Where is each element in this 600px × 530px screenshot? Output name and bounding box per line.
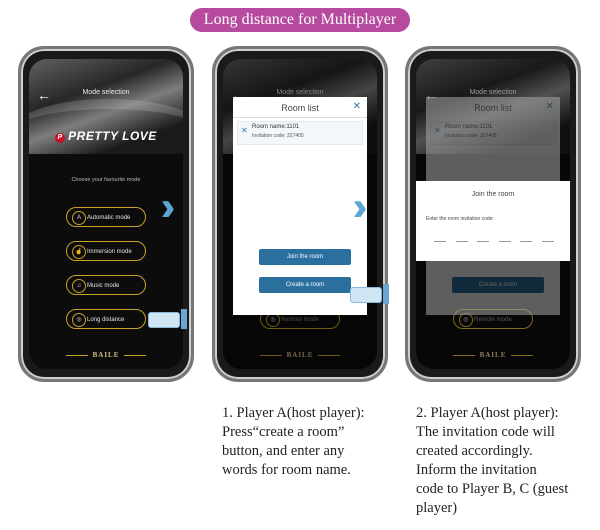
long-distance-button[interactable]: ◎Long distance xyxy=(66,309,146,329)
remove-room-icon[interactable]: ✕ xyxy=(241,126,248,135)
room-name: Room name:1101 xyxy=(445,124,493,130)
globe-icon: ◎ xyxy=(72,313,86,327)
create-room-button[interactable]: Create a room xyxy=(452,277,544,293)
phone-join-room: ← Mode selection ◎Remote mode BAILE Room… xyxy=(405,46,581,382)
phone-screen: ← Mode selection ◎Remote mode BAILE Room… xyxy=(223,59,377,369)
invitation-prompt: Enter the room invitation code: xyxy=(426,216,494,222)
pointing-hand-icon xyxy=(148,309,187,329)
room-list-item[interactable]: ✕ Room name:1101 Invitation code: 327405 xyxy=(430,121,556,145)
code-digit-slot[interactable] xyxy=(455,241,468,242)
footer-brand: BAILE xyxy=(416,351,570,359)
music-note-icon: ♫ xyxy=(72,279,86,293)
screen-header: Mode selection xyxy=(276,89,324,96)
footer-brand: BAILE xyxy=(29,351,183,359)
automatic-mode-icon: A xyxy=(72,211,86,225)
code-digit-slot[interactable] xyxy=(520,241,533,242)
join-room-button[interactable]: Join the room xyxy=(259,249,351,265)
room-list-dialog: Room list ✕ ✕ Room name:1101 Invitation … xyxy=(233,97,367,315)
step1-caption: 1. Player A(host player): Press“create a… xyxy=(222,405,365,478)
remove-room-icon[interactable]: ✕ xyxy=(434,126,441,135)
close-icon[interactable]: ✕ xyxy=(545,101,554,112)
dialog-title: Room list xyxy=(281,103,319,113)
join-room-dialog: Join the room Enter the room invitation … xyxy=(416,181,570,261)
screen-header: Mode selection xyxy=(469,89,517,96)
hand-icon: ☝ xyxy=(72,245,86,259)
wave-decoration xyxy=(29,99,183,169)
section-title: Long distance for Multiplayer xyxy=(190,8,410,32)
join-dialog-title: Join the room xyxy=(471,191,515,198)
invitation-code: Invitation code: 327405 xyxy=(445,133,497,139)
step2-caption: 2. Player A(host player): The invitation… xyxy=(416,405,569,516)
code-digit-slot[interactable] xyxy=(498,241,511,242)
screen-header: Mode selection xyxy=(82,89,130,96)
music-mode-button[interactable]: ♫Music mode xyxy=(66,275,146,295)
code-digit-slot[interactable] xyxy=(541,241,554,242)
phone-room-list: ← Mode selection ◎Remote mode BAILE Room… xyxy=(212,46,388,382)
room-list-item[interactable]: ✕ Room name:1101 Invitation code: 327405 xyxy=(237,121,363,145)
divider xyxy=(233,117,367,118)
code-digit-slot[interactable] xyxy=(477,241,490,242)
immersion-mode-button[interactable]: ☝Immersion mode xyxy=(66,241,146,261)
mode-subtitle: Choose your favourite mode xyxy=(71,177,141,183)
logo-p-icon: P xyxy=(55,133,66,143)
invitation-code: Invitation code: 327405 xyxy=(252,133,304,139)
back-arrow-icon[interactable]: ← xyxy=(37,87,51,103)
create-room-button[interactable]: Create a room xyxy=(259,277,351,293)
room-name: Room name:1101 xyxy=(252,124,300,130)
invitation-code-input[interactable] xyxy=(434,241,554,247)
footer-brand: BAILE xyxy=(223,351,377,359)
pointing-hand-icon xyxy=(350,284,389,304)
close-icon[interactable]: ✕ xyxy=(352,101,361,112)
dialog-title: Room list xyxy=(474,103,512,113)
phone-screen: ← Mode selection ◎Remote mode BAILE Room… xyxy=(416,59,570,369)
code-digit-slot[interactable] xyxy=(434,241,446,242)
